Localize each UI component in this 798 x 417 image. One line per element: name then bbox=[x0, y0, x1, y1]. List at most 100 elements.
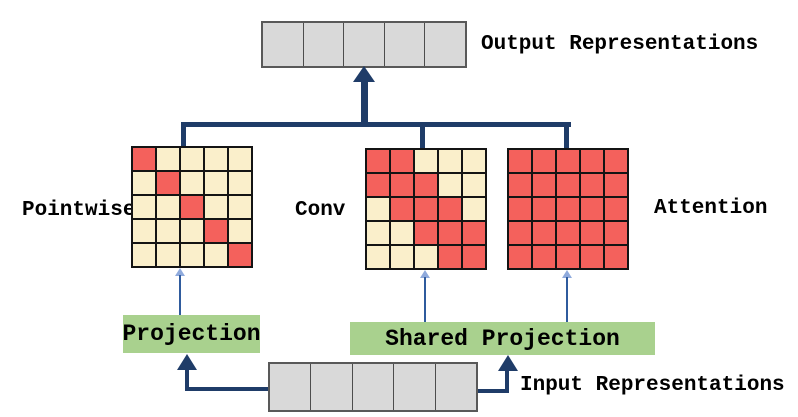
inactive-cell bbox=[156, 243, 180, 267]
inactive-cell bbox=[462, 197, 486, 221]
inactive-cell bbox=[228, 219, 252, 243]
output-representations-label: Output Representations bbox=[481, 33, 759, 56]
active-cell bbox=[414, 197, 438, 221]
active-cell bbox=[532, 149, 556, 173]
active-cell bbox=[604, 173, 628, 197]
connector-stub-attention bbox=[564, 126, 569, 150]
active-cell bbox=[180, 195, 204, 219]
token-cell bbox=[436, 364, 476, 410]
thin-arrow-head-conv-icon bbox=[420, 270, 430, 278]
projection-box: Projection bbox=[122, 315, 261, 353]
active-cell bbox=[438, 197, 462, 221]
projection-box-label: Projection bbox=[122, 321, 261, 347]
token-cell bbox=[344, 23, 385, 66]
inactive-cell bbox=[204, 243, 228, 267]
active-cell bbox=[508, 149, 532, 173]
active-cell bbox=[508, 173, 532, 197]
active-cell bbox=[532, 245, 556, 269]
inactive-cell bbox=[390, 245, 414, 269]
active-cell bbox=[414, 173, 438, 197]
arrow-up-to-output-icon bbox=[353, 66, 375, 82]
active-cell bbox=[132, 147, 156, 171]
shared-projection-box: Shared Projection bbox=[350, 322, 655, 355]
arrow-head-to-projection-icon bbox=[177, 354, 197, 370]
thin-arrow-head-pointwise-icon bbox=[175, 268, 185, 276]
inactive-cell bbox=[228, 171, 252, 195]
arrow-horiz-from-input-right bbox=[475, 389, 509, 393]
inactive-cell bbox=[438, 149, 462, 173]
inactive-cell bbox=[204, 171, 228, 195]
active-cell bbox=[556, 173, 580, 197]
inactive-cell bbox=[204, 195, 228, 219]
inactive-cell bbox=[180, 243, 204, 267]
connector-horizontal-bar bbox=[181, 122, 571, 127]
token-cell bbox=[263, 23, 304, 66]
arrow-up-to-output-shaft bbox=[361, 80, 368, 123]
active-cell bbox=[438, 245, 462, 269]
inactive-cell bbox=[462, 173, 486, 197]
active-cell bbox=[532, 197, 556, 221]
active-cell bbox=[556, 197, 580, 221]
inactive-cell bbox=[180, 147, 204, 171]
inactive-cell bbox=[228, 147, 252, 171]
active-cell bbox=[508, 245, 532, 269]
thin-arrow-shaft-conv bbox=[424, 277, 426, 323]
inactive-cell bbox=[462, 149, 486, 173]
inactive-cell bbox=[132, 195, 156, 219]
active-cell bbox=[390, 173, 414, 197]
active-cell bbox=[204, 219, 228, 243]
active-cell bbox=[508, 221, 532, 245]
output-representations-row bbox=[261, 21, 467, 68]
attention-grid bbox=[507, 148, 629, 270]
token-cell bbox=[385, 23, 426, 66]
inactive-cell bbox=[156, 219, 180, 243]
inactive-cell bbox=[132, 219, 156, 243]
active-cell bbox=[532, 221, 556, 245]
input-representations-label: Input Representations bbox=[520, 374, 785, 397]
pointwise-label: Pointwise bbox=[22, 199, 136, 222]
active-cell bbox=[228, 243, 252, 267]
inactive-cell bbox=[204, 147, 228, 171]
inactive-cell bbox=[366, 197, 390, 221]
active-cell bbox=[580, 173, 604, 197]
connector-stub-conv bbox=[420, 126, 425, 150]
shared-projection-box-label: Shared Projection bbox=[385, 325, 620, 352]
active-cell bbox=[366, 149, 390, 173]
arrow-horiz-from-input-left bbox=[185, 387, 270, 391]
inactive-cell bbox=[180, 219, 204, 243]
attention-label: Attention bbox=[654, 197, 768, 220]
inactive-cell bbox=[156, 195, 180, 219]
active-cell bbox=[366, 173, 390, 197]
thin-arrow-shaft-pointwise bbox=[179, 275, 181, 316]
active-cell bbox=[580, 149, 604, 173]
input-representations-row bbox=[268, 362, 478, 412]
thin-arrow-shaft-attention bbox=[566, 277, 568, 323]
inactive-cell bbox=[414, 149, 438, 173]
inactive-cell bbox=[414, 245, 438, 269]
inactive-cell bbox=[438, 173, 462, 197]
active-cell bbox=[390, 197, 414, 221]
inactive-cell bbox=[156, 147, 180, 171]
token-cell bbox=[270, 364, 312, 410]
conv-label: Conv bbox=[295, 199, 346, 222]
active-cell bbox=[580, 245, 604, 269]
active-cell bbox=[604, 149, 628, 173]
active-cell bbox=[462, 245, 486, 269]
token-cell bbox=[304, 23, 345, 66]
active-cell bbox=[556, 221, 580, 245]
active-cell bbox=[604, 245, 628, 269]
inactive-cell bbox=[366, 245, 390, 269]
thin-arrow-head-attention-icon bbox=[562, 270, 572, 278]
inactive-cell bbox=[180, 171, 204, 195]
active-cell bbox=[604, 197, 628, 221]
active-cell bbox=[556, 245, 580, 269]
active-cell bbox=[580, 221, 604, 245]
inactive-cell bbox=[132, 171, 156, 195]
active-cell bbox=[156, 171, 180, 195]
active-cell bbox=[556, 149, 580, 173]
active-cell bbox=[390, 149, 414, 173]
inactive-cell bbox=[366, 221, 390, 245]
active-cell bbox=[580, 197, 604, 221]
pointwise-grid bbox=[131, 146, 253, 268]
